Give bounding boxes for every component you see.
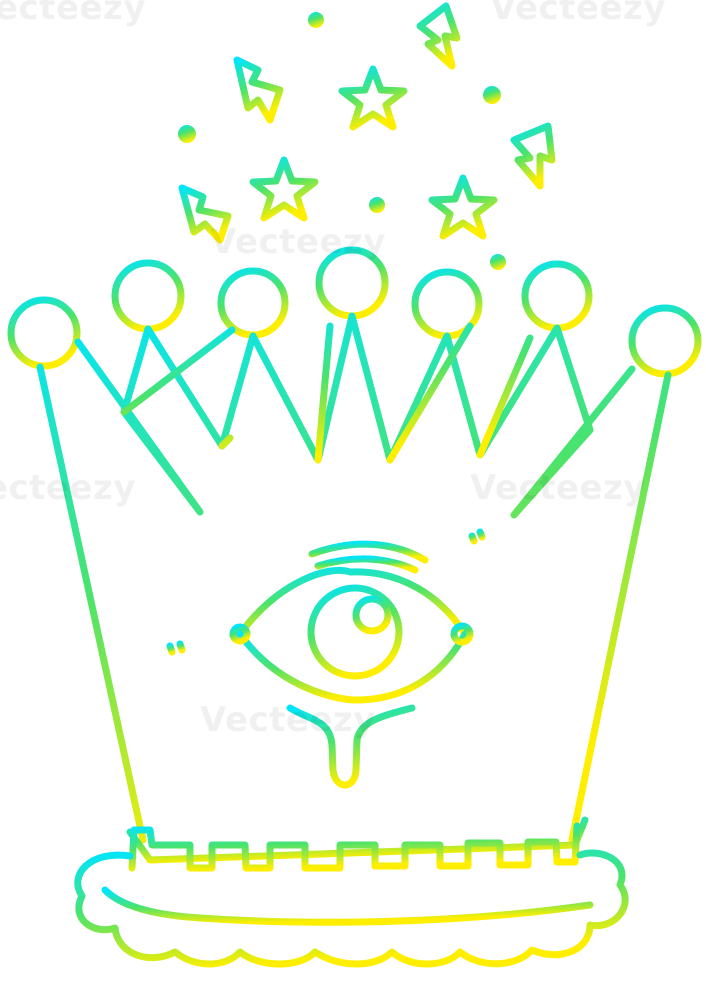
crown-ball (217, 267, 289, 339)
crown-cushion-inner (101, 886, 594, 926)
lightning-icon (178, 184, 232, 244)
sparkles-group (178, 2, 556, 270)
eye-brow (308, 540, 429, 564)
dot-icon (178, 125, 196, 143)
lightning-icon (233, 56, 284, 124)
eye-icon (229, 540, 474, 789)
crown-ball (315, 246, 389, 320)
crown-inner-points (120, 322, 534, 464)
crown-ball (7, 296, 81, 370)
crown-outline (36, 312, 672, 844)
star-icon (338, 65, 408, 131)
eye-pupil-highlight (352, 595, 392, 635)
dot-icon (490, 254, 506, 270)
eye-tear (286, 704, 416, 789)
star-icon (428, 174, 498, 240)
dot-icon (308, 12, 324, 28)
eye-corner-left (229, 623, 251, 645)
eye-corner-right (450, 622, 474, 646)
dot-icon (369, 197, 385, 213)
crown-ball (628, 304, 702, 378)
crown-band-teeth (128, 822, 581, 872)
lightning-icon (416, 2, 461, 70)
crown-ball (111, 259, 185, 333)
eye-lid-bottom (236, 630, 469, 704)
eye-iris (307, 584, 403, 680)
dot-icon (483, 86, 501, 104)
eye-brow-2 (314, 555, 419, 574)
star-icon (249, 156, 319, 222)
lightning-icon (510, 122, 556, 190)
crown-cushion (74, 849, 629, 968)
crown-dash (166, 640, 186, 656)
crown-ball (521, 260, 593, 332)
eye-lid-top (236, 566, 469, 638)
crown-band (126, 816, 589, 864)
crown-icon (7, 246, 702, 968)
crown-dash (468, 528, 486, 545)
